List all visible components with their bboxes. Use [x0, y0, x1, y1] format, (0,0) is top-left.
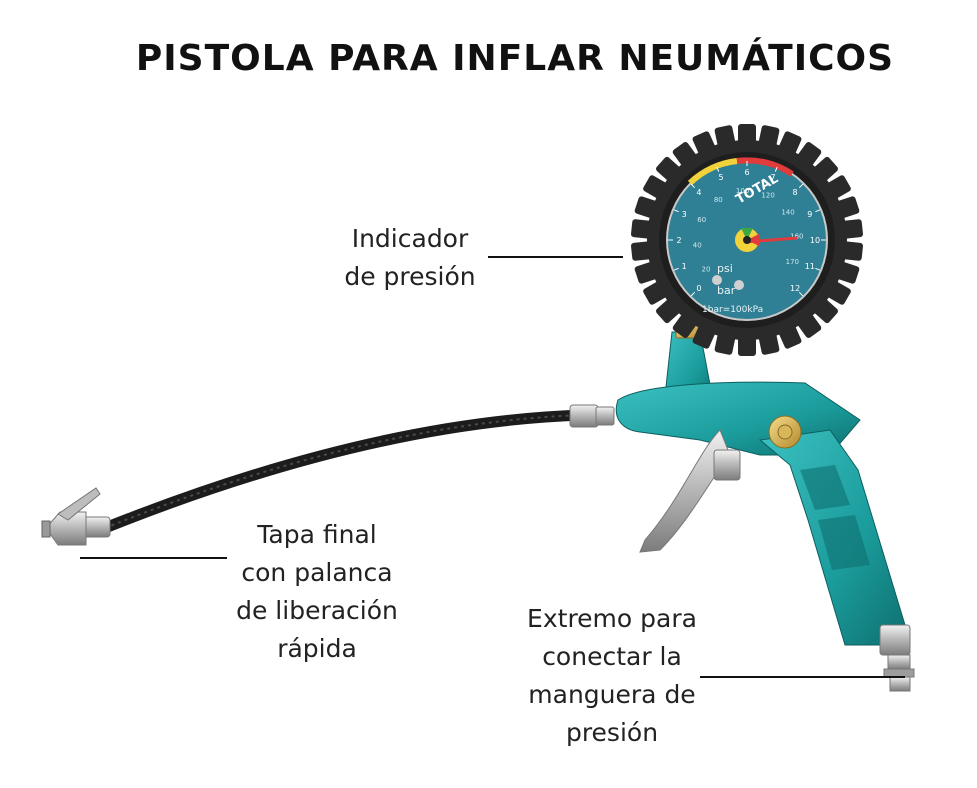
psi-scale-label: 20: [702, 266, 711, 274]
callout-end-cap-label: Tapa final con palanca de liberación ráp…: [222, 516, 412, 668]
callout-end-cap-line-3: de liberación: [236, 596, 398, 625]
gauge-unit-psi: psi: [717, 262, 733, 275]
callout-end-cap-line-1: Tapa final: [257, 520, 377, 549]
scale-tick: [673, 209, 679, 213]
callout-hose-end-line-4: presión: [565, 718, 659, 747]
hose-fitting: [569, 404, 615, 428]
bar-scale-label: 11: [805, 262, 815, 271]
gauge-ticks: 012345678910111220406080100120140160170: [668, 161, 826, 297]
bar-scale-label: 9: [807, 210, 812, 219]
bar-scale-label: 12: [790, 284, 800, 293]
scale-tick: [798, 183, 804, 189]
psi-scale-label: 120: [761, 192, 774, 200]
scale-tick: [815, 267, 821, 271]
psi-scale-label: 40: [693, 241, 702, 249]
scale-tick: [774, 166, 778, 172]
quick-release-chuck: [41, 487, 111, 546]
gauge-unit-bar: bar: [717, 284, 736, 297]
callout-end-cap-line-4: rápida: [277, 634, 357, 663]
scale-tick: [690, 291, 696, 297]
scale-tick: [716, 166, 720, 172]
air-inlet-connector: [879, 624, 915, 692]
psi-scale-label: 140: [781, 208, 794, 216]
psi-scale-label: 60: [697, 216, 706, 224]
callout-gauge-line-1: Indicador: [351, 224, 469, 253]
callout-end-cap-line-2: con palanca: [241, 558, 393, 587]
scale-tick: [798, 291, 804, 297]
bar-scale-label: 10: [810, 236, 820, 245]
callout-end-cap-leader: [80, 557, 227, 559]
callout-hose-end-line-3: manguera de: [528, 680, 696, 709]
callout-hose-end-line-1: Extremo para: [527, 604, 697, 633]
scale-tick: [815, 209, 821, 213]
psi-scale-label: 170: [786, 258, 799, 266]
bar-scale-label: 7: [770, 173, 775, 182]
page-title: PISTOLA PARA INFLAR NEUMÁTICOS: [135, 38, 895, 79]
callout-gauge-label: Indicador de presión: [330, 220, 490, 296]
pressure-gauge: 012345678910111220406080100120140160170 …: [630, 124, 864, 356]
gauge-footnote: 1bar=100kPa: [702, 305, 763, 315]
gauge-needle: [744, 236, 798, 244]
bar-scale-label: 5: [718, 173, 723, 182]
bar-scale-label: 2: [676, 236, 681, 245]
callout-hose-end-line-2: conectar la: [542, 642, 682, 671]
scale-tick: [673, 267, 679, 271]
callout-hose-end-label: Extremo para conectar la manguera de pre…: [512, 600, 712, 752]
gun-body: [615, 321, 906, 646]
scale-tick: [690, 183, 696, 189]
bar-scale-label: 3: [682, 210, 687, 219]
psi-scale-label: 100: [736, 187, 749, 195]
trigger: [639, 429, 731, 553]
bar-scale-label: 8: [793, 188, 798, 197]
callout-hose-end-leader: [700, 676, 905, 678]
bar-scale-label: 6: [744, 168, 749, 177]
psi-scale-label: 80: [714, 196, 723, 204]
bar-scale-label: 4: [696, 188, 701, 197]
bar-scale-label: 1: [682, 262, 687, 271]
bar-scale-label: 0: [696, 284, 701, 293]
air-hose: [99, 409, 591, 534]
callout-gauge-leader: [488, 256, 623, 258]
callout-gauge-line-2: de presión: [344, 262, 476, 291]
